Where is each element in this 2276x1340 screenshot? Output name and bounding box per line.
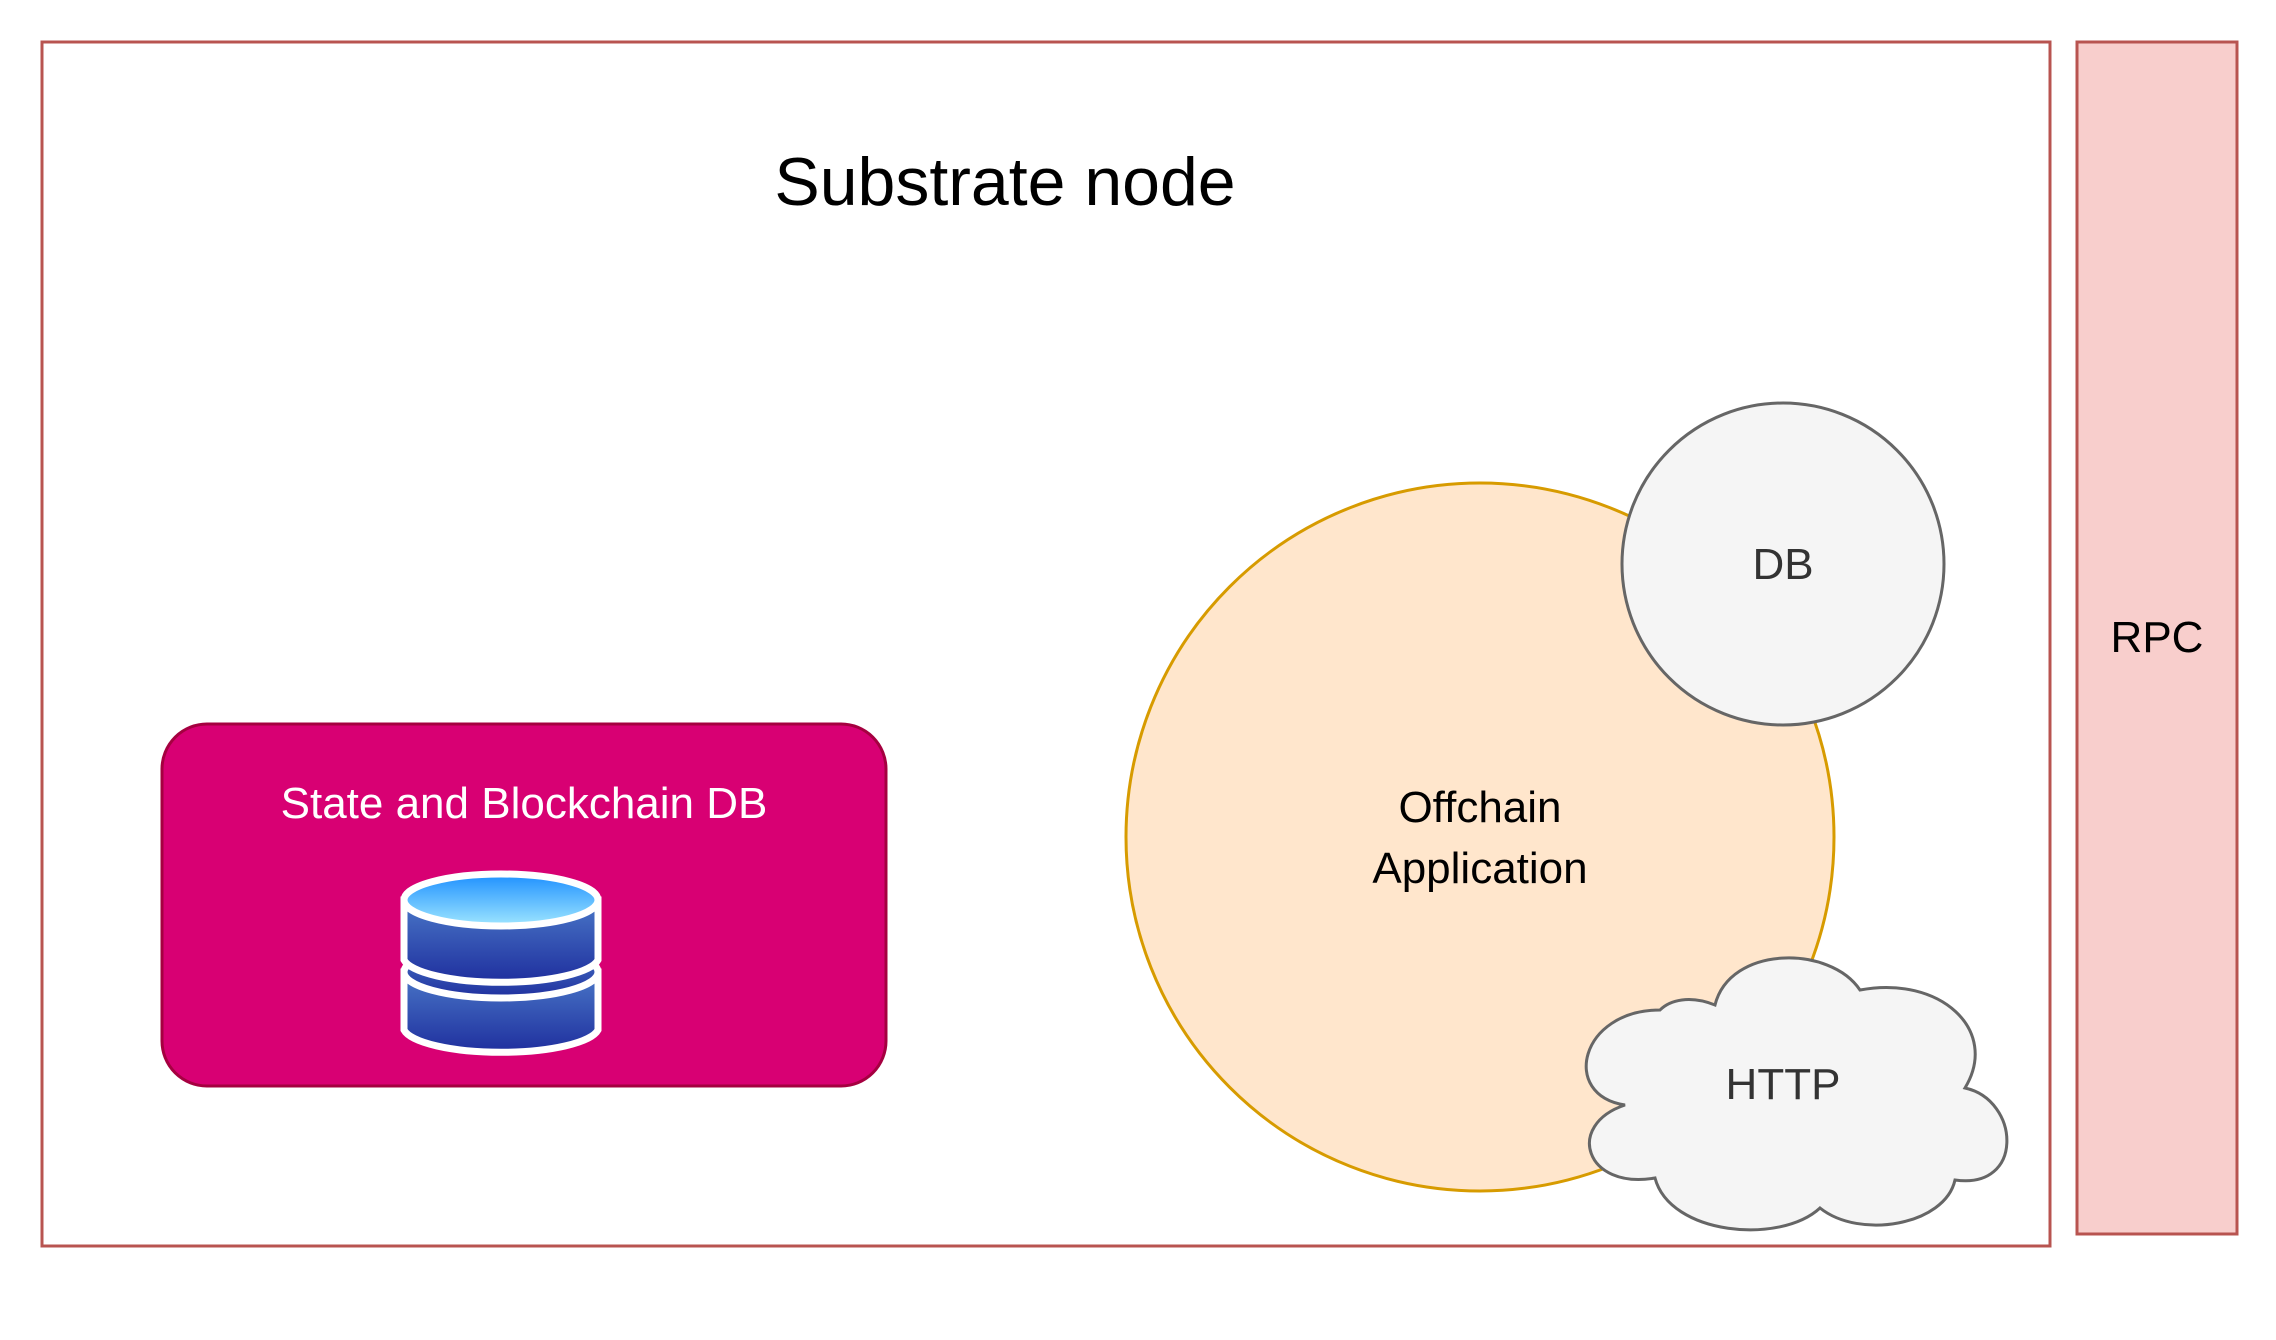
database-icon (400, 870, 602, 1056)
rpc-bar (2075, 40, 2239, 1236)
offchain-label-line2: Application (1372, 844, 1587, 893)
substrate-node-title: Substrate node (774, 144, 1235, 220)
http-cloud-label: HTTP (1726, 1060, 1841, 1109)
state-db-label: State and Blockchain DB (281, 779, 768, 828)
rpc-label: RPC (2111, 613, 2204, 662)
offchain-label-line1: Offchain (1398, 783, 1561, 832)
http-cloud (1584, 956, 2009, 1232)
db-circle-label: DB (1752, 540, 1813, 589)
db-circle (1620, 401, 1946, 727)
